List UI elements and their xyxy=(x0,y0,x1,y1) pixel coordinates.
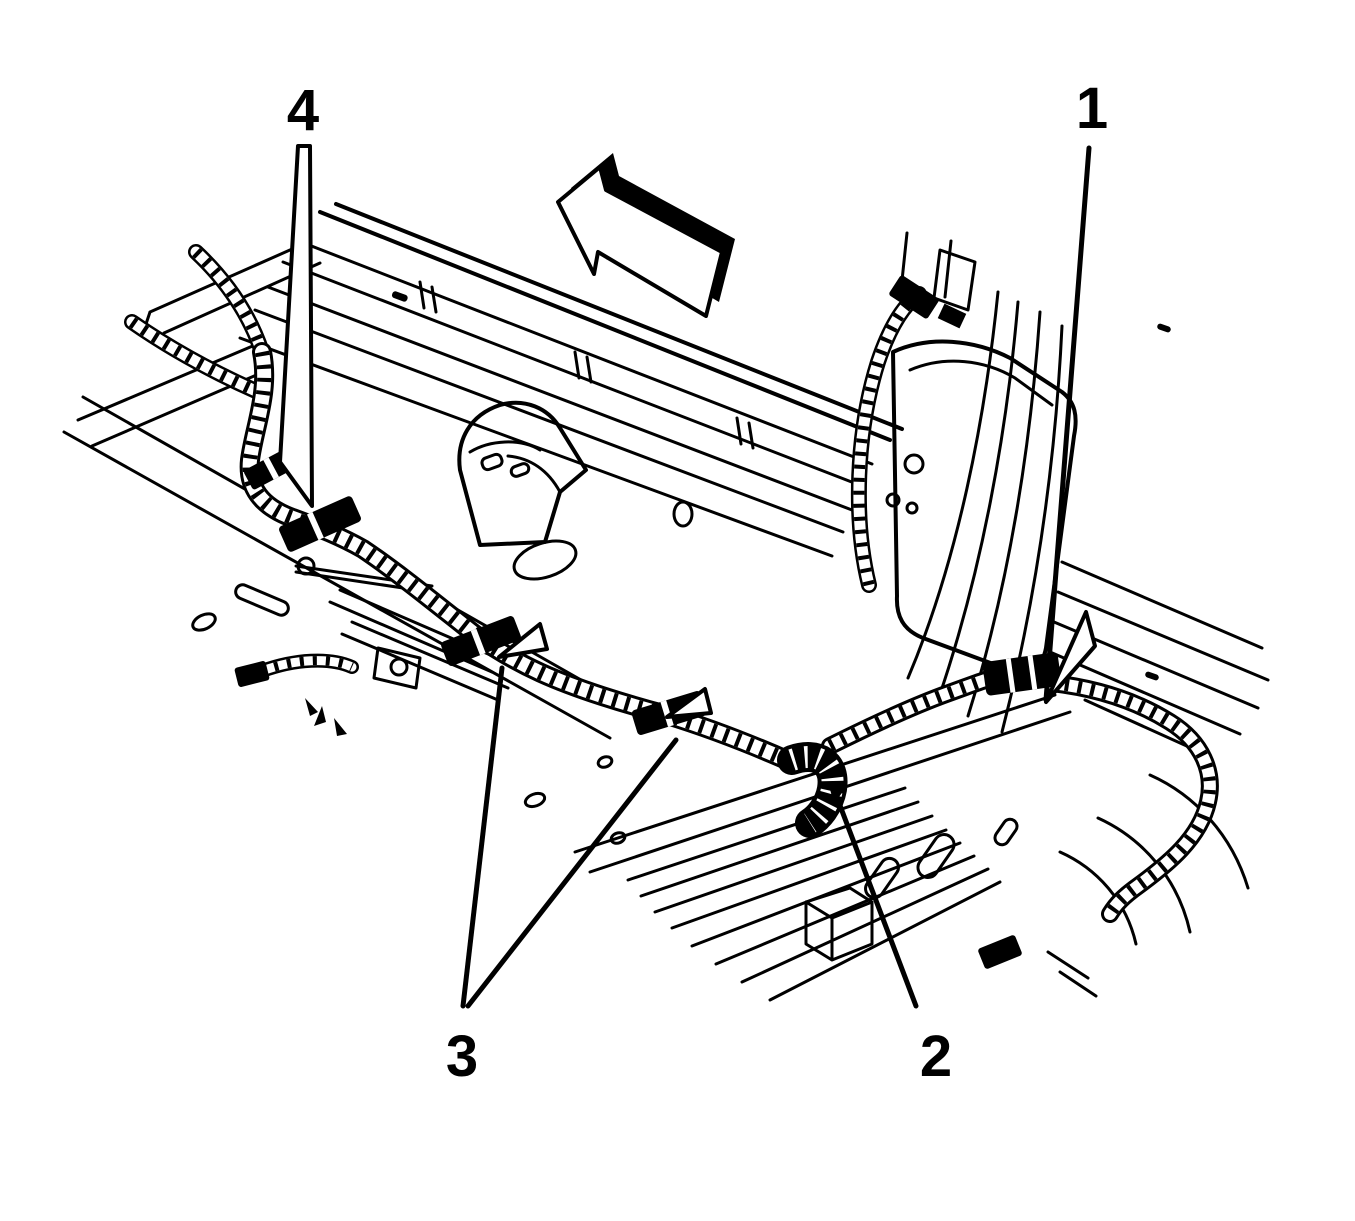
weld-mark xyxy=(391,291,1171,681)
inline-connector-callout-3a xyxy=(441,616,521,666)
leader-2-tip xyxy=(828,782,844,804)
connector-callout-1 xyxy=(982,652,1062,696)
clip-marks xyxy=(305,698,347,736)
pillar-top-connector xyxy=(889,275,939,319)
leader-3a xyxy=(460,665,505,1009)
stub-connector xyxy=(234,661,270,687)
callout-4: 4 xyxy=(287,78,319,143)
leader-3a-flag xyxy=(497,622,549,659)
floor-grommet xyxy=(777,742,848,838)
floor-stud xyxy=(993,817,1019,847)
seat-bracket-tower xyxy=(457,400,588,547)
b-pillar xyxy=(885,231,1078,734)
pillar-panel xyxy=(891,339,1078,674)
callout-leaders xyxy=(278,144,1097,1009)
callout-numbers: 4 1 3 2 xyxy=(287,76,1108,1089)
leader-3b xyxy=(465,737,679,1009)
bottom-right-clip xyxy=(978,935,1022,969)
leader-1 xyxy=(1043,145,1092,703)
leader-4 xyxy=(278,144,314,508)
leader-1-flag xyxy=(1044,610,1097,704)
floor-stud xyxy=(864,856,900,900)
floor-stud xyxy=(916,833,956,879)
beam-hole xyxy=(672,500,694,528)
leader-3b-flag xyxy=(665,687,713,719)
callout-3: 3 xyxy=(446,1024,478,1089)
inline-connector-callout-4b xyxy=(279,496,361,552)
leader-2 xyxy=(833,792,919,1009)
front-direction-arrow-icon xyxy=(556,153,735,318)
floor-bracket xyxy=(804,886,874,962)
callout-1: 1 xyxy=(1076,76,1108,141)
callout-2: 2 xyxy=(920,1024,952,1089)
